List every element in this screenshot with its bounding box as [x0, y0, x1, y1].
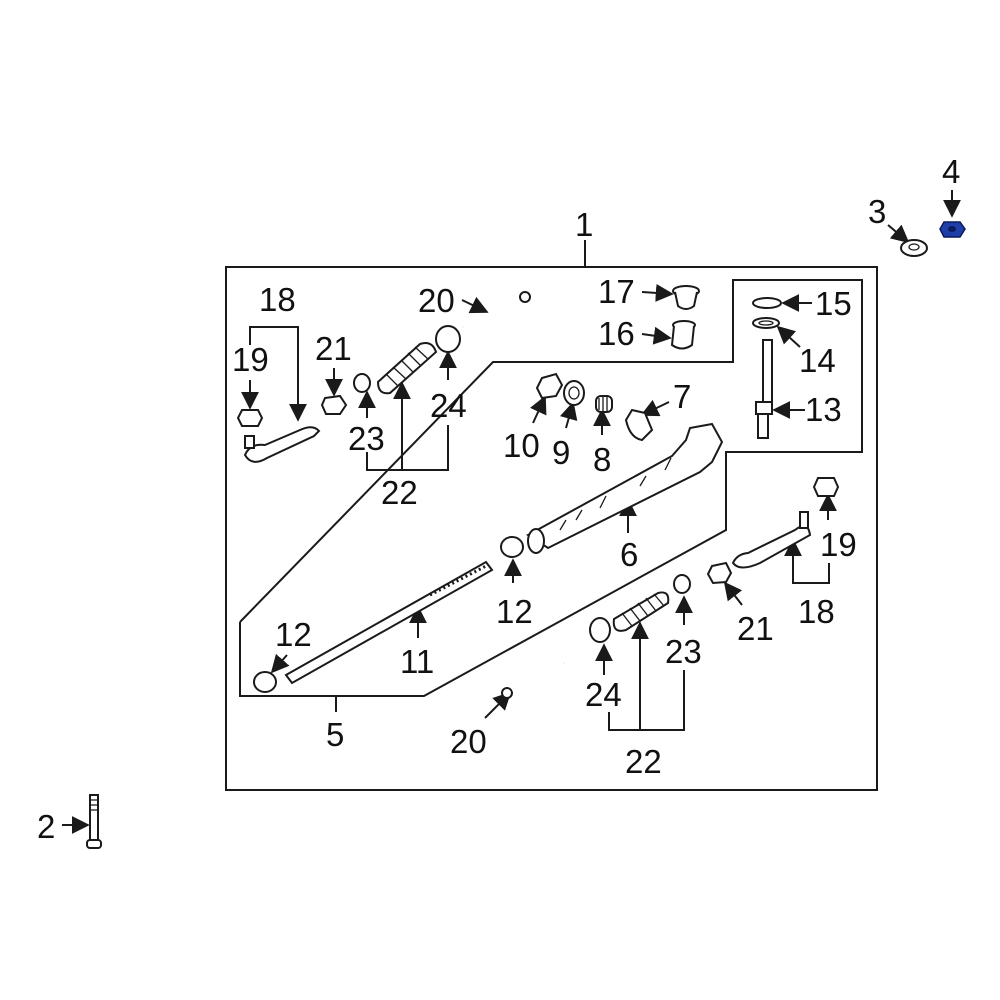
callout-9: 9 — [552, 434, 570, 471]
castle-nut-right — [812, 477, 840, 497]
adjuster-locknut — [535, 372, 564, 400]
callout-21-left: 21 — [315, 330, 352, 367]
seal-14 — [752, 317, 780, 329]
assembly-frame — [225, 266, 878, 791]
callout-24-right: 24 — [585, 676, 622, 713]
boot-ring-left — [435, 325, 461, 353]
callout-23-left: 23 — [348, 420, 385, 457]
rack-bushing-left — [253, 671, 277, 693]
callout-19-right: 19 — [820, 526, 857, 563]
steering-rack-bar — [284, 560, 494, 685]
washer — [900, 239, 928, 257]
callout-17: 17 — [598, 273, 635, 310]
rack-boot-right — [612, 591, 670, 632]
adjuster-plug — [563, 380, 585, 406]
callout-14: 14 — [799, 342, 836, 379]
pinion-shaft — [755, 339, 773, 439]
jam-nut-right — [706, 561, 733, 585]
callout-2: 2 — [37, 808, 55, 845]
sub-assembly-outline — [239, 279, 863, 697]
highlighted-nut — [939, 221, 966, 238]
callout-4: 4 — [942, 153, 960, 190]
inner-tie-rod-top — [462, 291, 531, 329]
boot-clamp-right — [673, 574, 691, 594]
callout-19-left: 19 — [232, 341, 269, 378]
callout-10: 10 — [503, 427, 540, 464]
leader-lines — [62, 190, 961, 834]
outer-tie-rod-end-left — [243, 426, 321, 463]
callout-3: 3 — [868, 193, 886, 230]
outer-tie-rod-end-right — [731, 511, 812, 569]
rack-housing — [526, 422, 724, 554]
callout-13: 13 — [805, 391, 842, 428]
mounting-bolt — [86, 794, 102, 849]
rack-guide-yoke — [624, 408, 654, 442]
callout-18-right: 18 — [798, 593, 835, 630]
callout-22-left: 22 — [381, 474, 418, 511]
callout-11: 11 — [400, 643, 434, 680]
mount-bushing-17 — [672, 285, 700, 310]
castle-nut-left — [236, 409, 264, 427]
callout-6: 6 — [620, 536, 638, 573]
inner-tie-rod-bottom — [501, 661, 565, 699]
callout-18-left: 18 — [259, 281, 296, 318]
callout-24-left: 24 — [430, 387, 467, 424]
jam-nut-left — [320, 394, 348, 415]
seal-15 — [752, 297, 782, 309]
mount-bushing-16 — [670, 320, 696, 350]
callout-1: 1 — [575, 206, 593, 243]
boot-clamp-left — [353, 373, 371, 393]
callout-8: 8 — [593, 441, 611, 478]
callout-21-right: 21 — [737, 610, 774, 647]
callout-5: 5 — [326, 716, 344, 753]
callout-numbers: 1 2 3 4 5 6 7 8 9 10 11 12 12 13 14 15 1… — [37, 153, 960, 845]
callout-12-left: 12 — [275, 616, 312, 653]
callout-16: 16 — [598, 315, 635, 352]
boot-ring-right — [589, 617, 611, 643]
callout-20-bottom: 20 — [450, 723, 487, 760]
callout-7: 7 — [673, 378, 691, 415]
yoke-spring — [595, 395, 613, 413]
callout-23-right: 23 — [665, 633, 702, 670]
callout-12-right: 12 — [496, 593, 533, 630]
callout-15: 15 — [815, 285, 852, 322]
callout-22-right: 22 — [625, 743, 662, 780]
rack-boot-left — [376, 342, 438, 395]
rack-bushing-right — [500, 536, 524, 558]
callout-20-top: 20 — [418, 282, 455, 319]
